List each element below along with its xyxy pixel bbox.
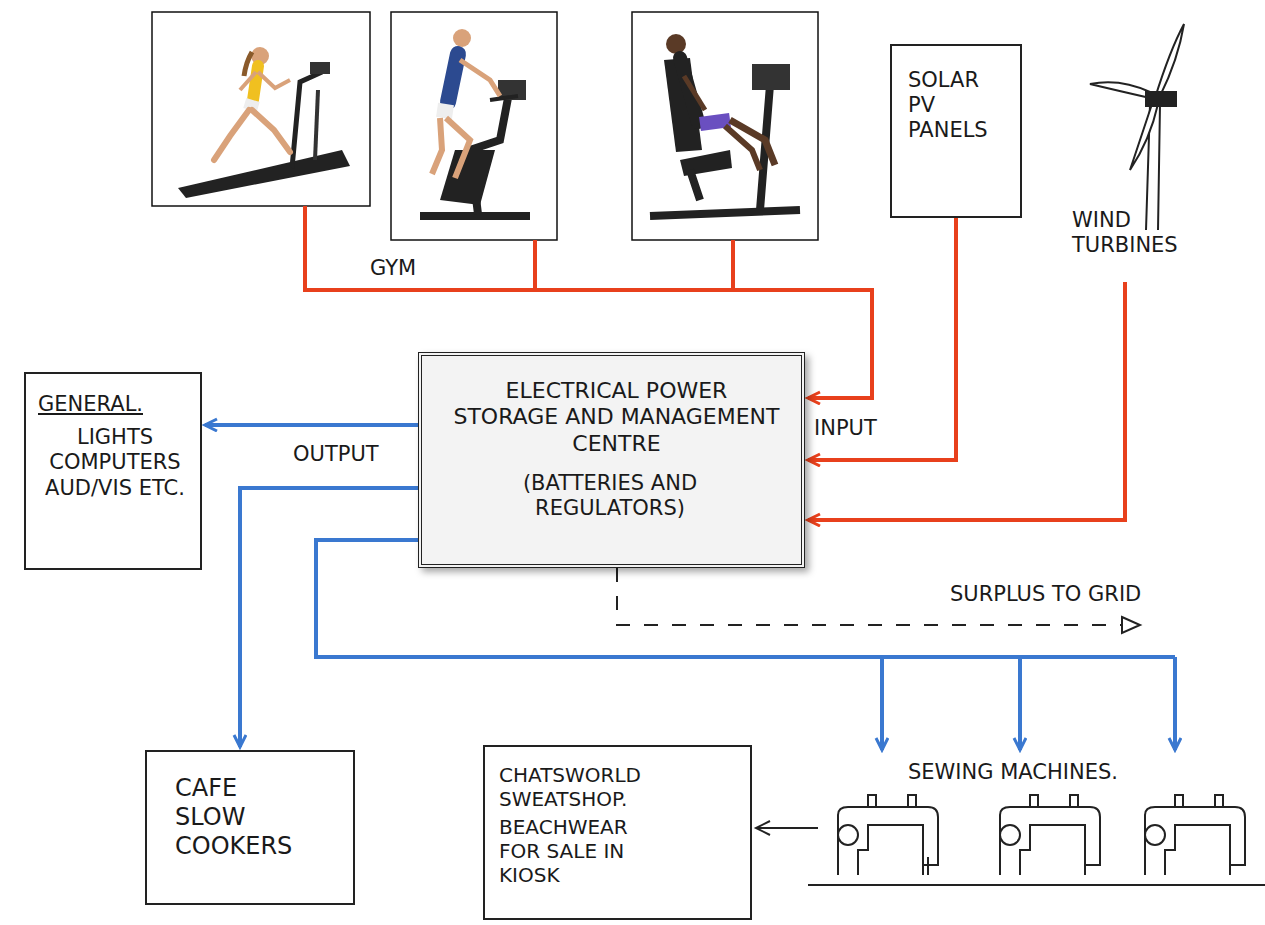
sewing-machine-symbols xyxy=(808,795,1265,885)
wind-wiring xyxy=(808,282,1125,520)
panel-box: SOLAR PV PANELS xyxy=(890,44,1022,218)
source-label: WIND TURBINES xyxy=(1072,208,1197,258)
machine-label: SEWING MACHINES. xyxy=(908,760,1118,785)
cafe-box: CAFE SLOW COOKERS xyxy=(145,750,355,905)
node-heading: GENERAL. xyxy=(38,392,192,417)
power-connector xyxy=(240,488,418,747)
node-heading: SOLAR PV PANELS xyxy=(908,68,1003,144)
grid-label: SURPLUS TO GRID xyxy=(950,582,1141,607)
flow-label: INPUT xyxy=(814,416,877,441)
node-body: LIGHTS COMPUTERS AUD/VIS ETC. xyxy=(40,425,190,501)
wind-turbine-symbol xyxy=(1090,24,1184,230)
kiosk-box: CHATSWORLD SWEATSHOP.BEACHWEAR FOR SALE … xyxy=(483,745,752,920)
storage-centre-box: ELECTRICAL POWER STORAGE AND MANAGEMENT … xyxy=(418,352,805,568)
power-connector xyxy=(808,218,956,460)
load-box: GENERAL. LIGHTS COMPUTERS AUD/VIS ETC. xyxy=(24,372,202,570)
recumbent-bike-photo xyxy=(632,12,818,240)
node-heading: CAFE SLOW COOKERS xyxy=(175,774,305,860)
node-body: BEACHWEAR FOR SALE IN KIOSK xyxy=(499,815,669,887)
node-body: (BATTERIES AND REGULATORS) xyxy=(480,471,740,521)
flow-label: OUTPUT xyxy=(293,442,379,467)
treadmill-photo xyxy=(152,12,370,206)
node-heading: ELECTRICAL POWER STORAGE AND MANAGEMENT … xyxy=(452,378,782,457)
power-connector xyxy=(205,423,418,427)
product-arrow xyxy=(756,827,818,829)
node-heading: CHATSWORLD SWEATSHOP. xyxy=(499,763,659,811)
bus-label: GYM xyxy=(370,256,416,281)
sewing-wiring xyxy=(316,540,1175,750)
exercise-bike-photo xyxy=(391,12,557,240)
